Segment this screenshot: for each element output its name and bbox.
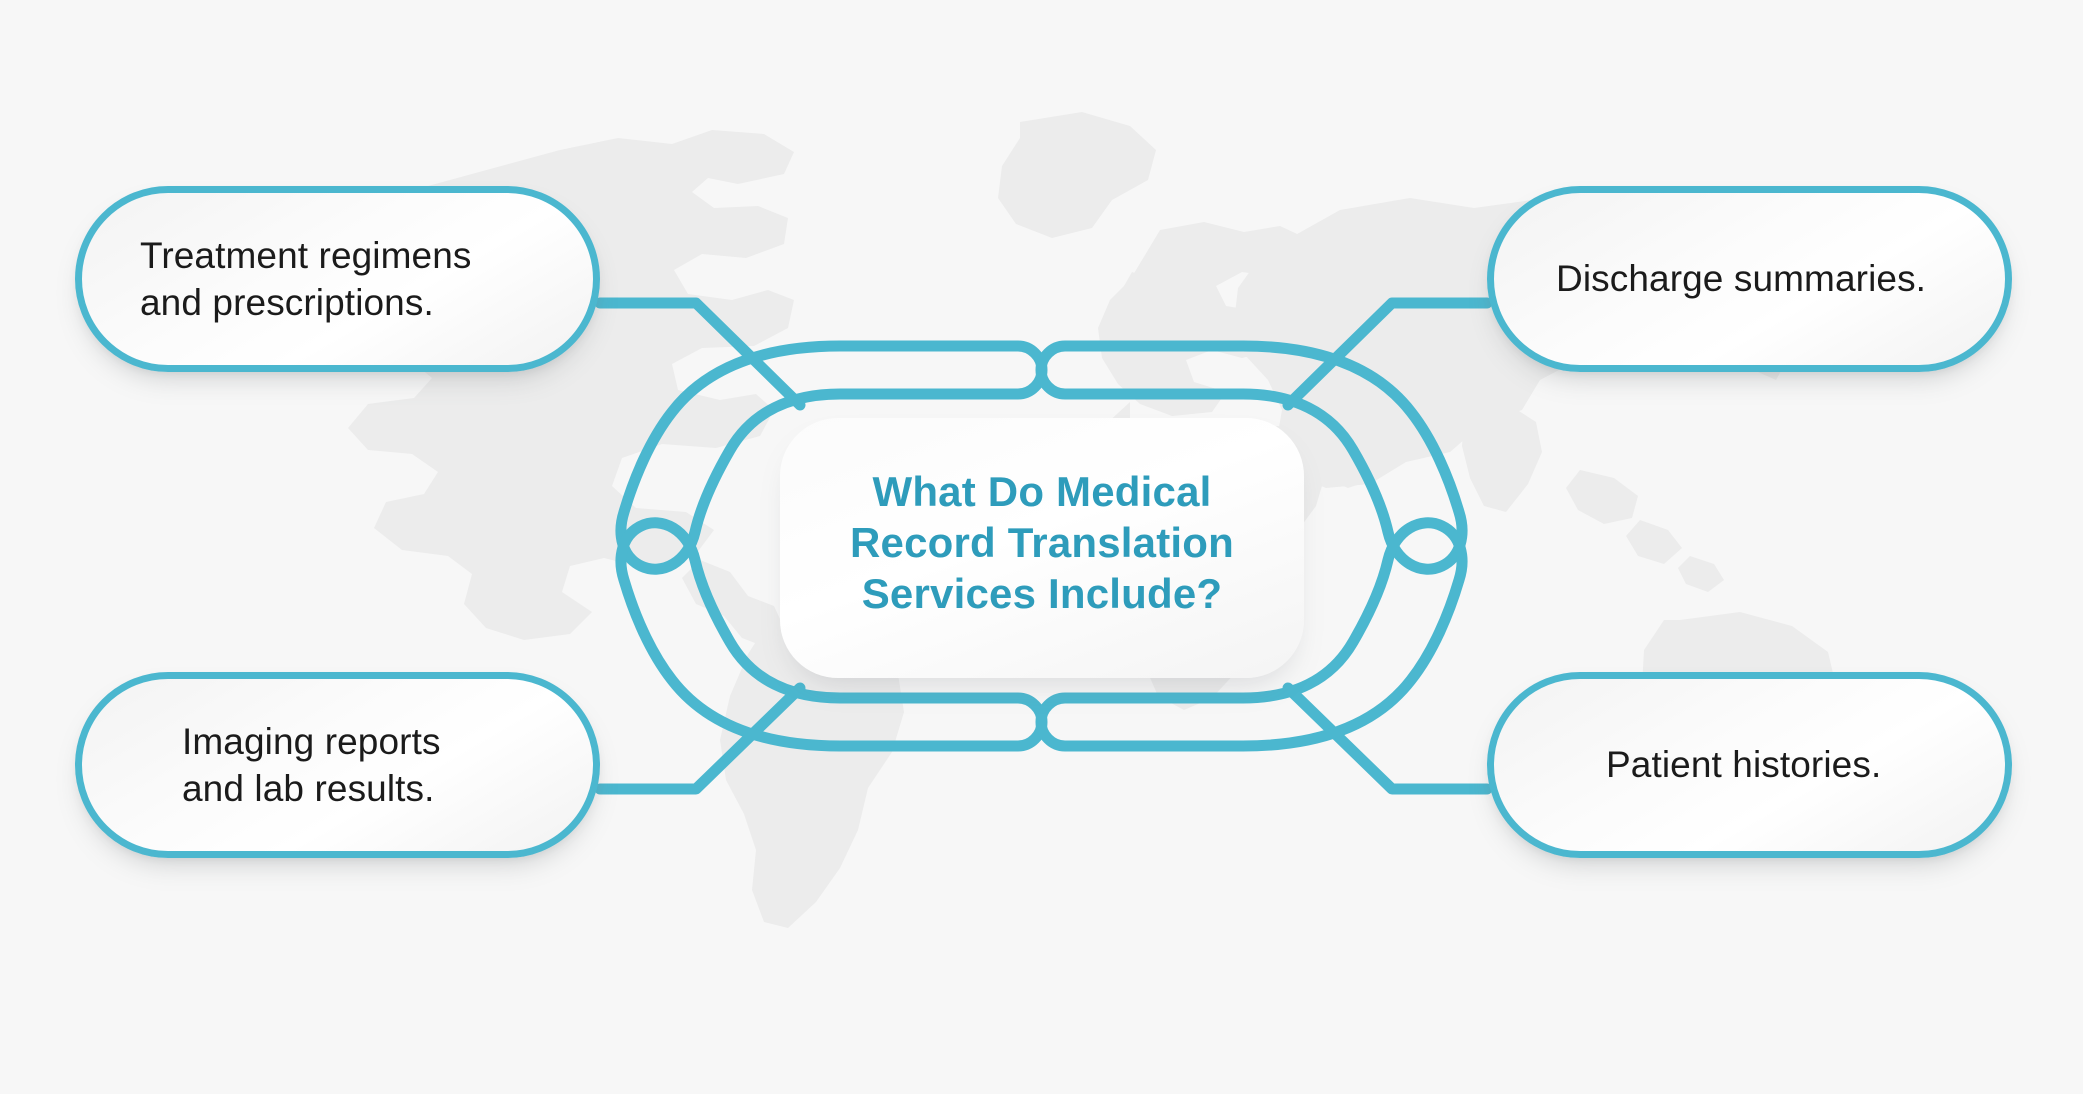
hub-title: What Do Medical Record Translation Servi… (849, 468, 1235, 618)
connector-top-left (594, 297, 806, 411)
node-card-top-left[interactable]: Treatment regimens and prescriptions. (75, 186, 600, 372)
connector-bottom-right (1282, 682, 1493, 795)
node-card-bottom-left[interactable]: Imaging reports and lab results. (75, 672, 600, 858)
node-card-top-right-label: Discharge summaries. (1556, 258, 1927, 300)
node-card-bottom-left-label: Imaging reports and lab results. (182, 720, 441, 809)
node-card-top-left-label: Treatment regimens and prescriptions. (140, 234, 472, 323)
node-card-bottom-right[interactable]: Patient histories. (1487, 672, 2012, 858)
node-card-top-right[interactable]: Discharge summaries. (1487, 186, 2012, 372)
hub-panel (780, 418, 1304, 678)
connector-top-right (1282, 297, 1493, 411)
connector-bottom-left (594, 682, 806, 795)
node-card-bottom-right-label: Patient histories. (1606, 744, 1882, 786)
